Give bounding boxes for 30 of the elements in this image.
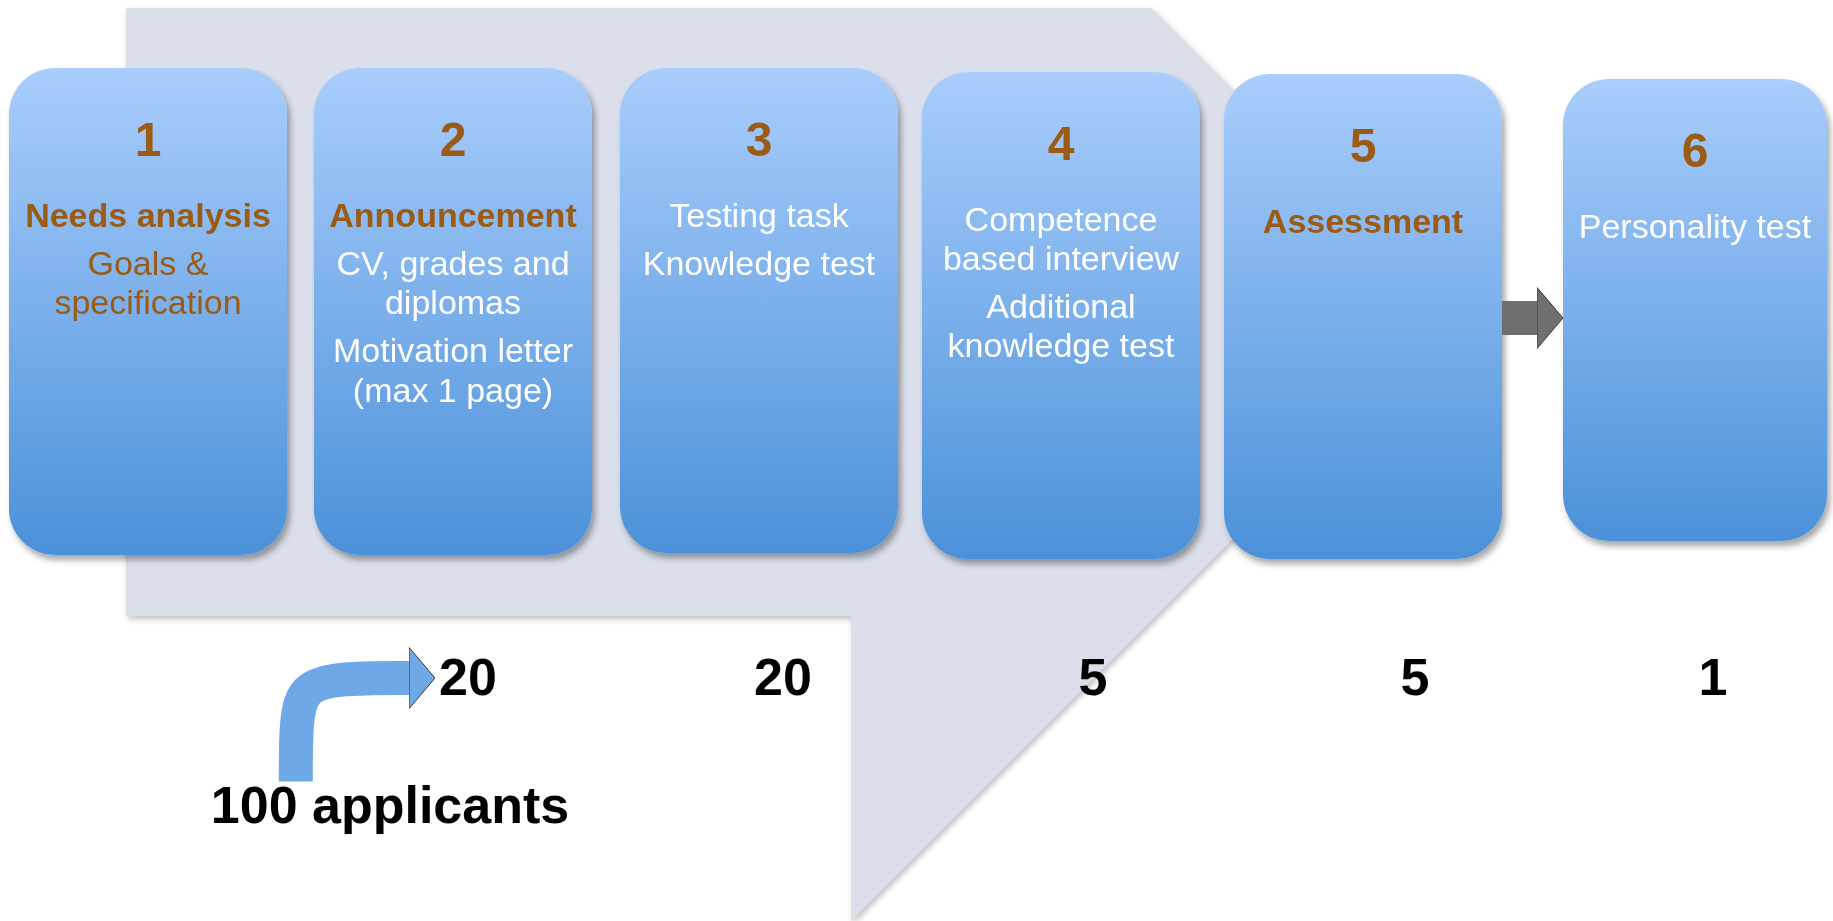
process-box	[314, 68, 592, 555]
step-title: Assessment	[1261, 202, 1465, 242]
step-description: Testing task	[668, 196, 850, 236]
step-description: Additional knowledge test	[946, 287, 1176, 366]
candidate-count: 20	[439, 649, 497, 707]
step-number: 2	[438, 112, 468, 168]
candidate-count: 5	[1078, 649, 1108, 707]
step-title: Announcement	[328, 196, 578, 236]
step-description: Competence based interview	[941, 200, 1181, 279]
process-box	[620, 68, 898, 553]
step-title: Needs analysis	[24, 196, 272, 236]
process-box	[1224, 74, 1502, 559]
applicant-count: 100 applicants	[210, 777, 570, 835]
process-box	[9, 68, 287, 555]
step-description: Personality test	[1577, 207, 1813, 247]
step-number: 5	[1348, 118, 1378, 174]
step-description: Motivation letter (max 1 page)	[332, 331, 574, 410]
step-number: 3	[744, 112, 774, 168]
candidate-count: 5	[1400, 649, 1430, 707]
step-description: Knowledge test	[641, 244, 877, 284]
candidate-count: 1	[1698, 649, 1728, 707]
step-number: 6	[1680, 123, 1710, 179]
step-description: CV, grades and diplomas	[335, 244, 571, 323]
step-description: Goals & specification	[53, 244, 243, 323]
step-number: 1	[133, 112, 163, 168]
step-number: 4	[1046, 116, 1076, 172]
process-box	[1563, 79, 1827, 541]
block-arrow	[1502, 286, 1564, 350]
process-box	[922, 72, 1200, 559]
candidate-count: 20	[754, 649, 812, 707]
